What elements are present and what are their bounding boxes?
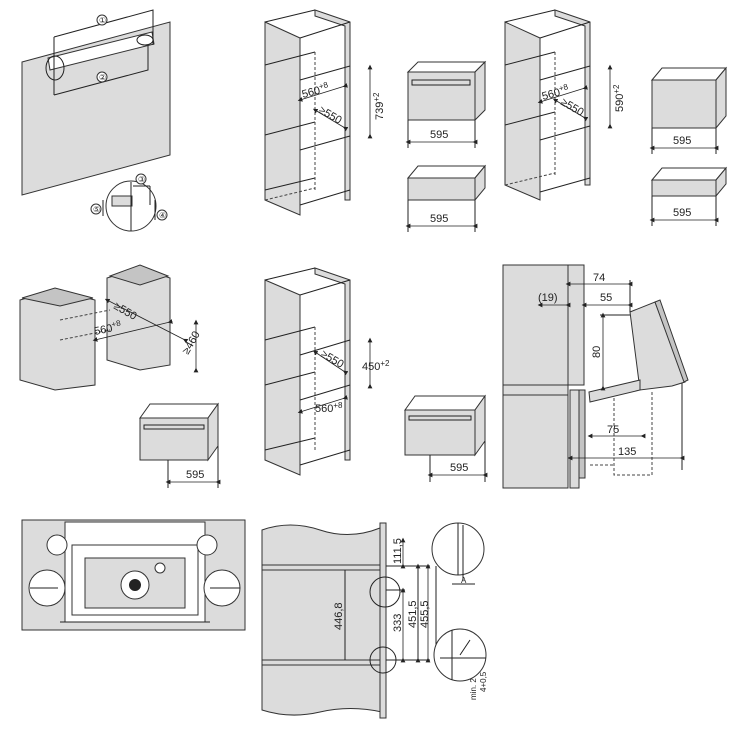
depth-label: ≥550	[559, 96, 586, 119]
dim-55: 55	[600, 292, 612, 304]
height-tol-label: +2	[612, 84, 621, 94]
height-base-label: 450	[362, 361, 380, 373]
callout-1: ①	[99, 16, 106, 25]
section-panel: 446,8 111,5 333 451,5 455,5 A min. 2 4+0…	[261, 522, 488, 719]
tall-cabinet-450-panel: ≥550 450+2 560+8 595	[264, 267, 488, 482]
oven-front-fixing-panel	[21, 519, 246, 631]
base-unit-panel: ≥550 560+8 ≥460 595	[19, 264, 221, 488]
dim-74: 74	[593, 272, 605, 284]
height-tol-label: +2	[372, 92, 381, 102]
dim-19: (19)	[538, 292, 558, 304]
svg-text:450+2: 450+2	[362, 359, 390, 373]
svg-text:739+2: 739+2	[372, 92, 386, 120]
door-fitting-panel: ① ② ③ ④ ⑤	[21, 9, 171, 232]
svg-text:560+8: 560+8	[93, 318, 123, 338]
width-tol-label: +8	[558, 82, 570, 93]
tall-cabinet-739-panel: 560+8 ≥550 739+2 595 595	[264, 9, 487, 232]
tall-cabinet-590-panel: 560+8 ≥550 590+2 595 595	[504, 9, 728, 226]
drawer-width-label: 595	[673, 207, 691, 219]
oven-width-label: 595	[450, 462, 468, 474]
width-base-label: 560	[301, 85, 322, 101]
oven-width-label: 595	[186, 469, 204, 481]
svg-text:560+8: 560+8	[300, 80, 331, 101]
width-tol-label: +8	[111, 318, 122, 329]
height-label: ≥460	[180, 329, 203, 356]
dim-333: 333	[392, 614, 404, 632]
svg-text:560+8: 560+8	[315, 401, 343, 415]
callout-4: ④	[159, 211, 166, 220]
svg-text:560+8: 560+8	[540, 82, 571, 103]
height-base-label: 590	[614, 94, 626, 112]
width-tol-label: +8	[318, 80, 330, 91]
dim-135: 135	[618, 446, 636, 458]
dim-80: 80	[591, 346, 603, 358]
oven-width-label: 595	[673, 135, 691, 147]
depth-label: ≥550	[319, 348, 346, 371]
door-clearance-panel: 74 (19) 55 80 75 135	[502, 264, 689, 489]
dim-455-5: 455,5	[419, 600, 431, 628]
width-tol-label: +8	[333, 401, 343, 410]
oven-width-label: 595	[430, 129, 448, 141]
width-base-label: 560	[315, 403, 333, 415]
depth-label: ≥550	[317, 104, 344, 127]
gap-a-label: A	[461, 576, 467, 585]
height-tol-label: +2	[380, 359, 390, 368]
tolerance-label: 4+0,5	[479, 671, 488, 692]
dim-111-5: 111,5	[392, 538, 404, 564]
callout-5: ⑤	[93, 205, 100, 214]
dim-451-5: 451,5	[407, 600, 419, 628]
height-base-label: 739	[374, 102, 386, 120]
width-base-label: 560	[541, 87, 562, 103]
svg-text:590+2: 590+2	[612, 84, 626, 112]
width-base-label: 560	[93, 322, 113, 338]
callout-2: ②	[99, 73, 106, 82]
dim-446-8: 446,8	[333, 602, 345, 630]
dim-75: 75	[607, 424, 619, 436]
callout-3: ③	[138, 175, 145, 184]
drawer-width-label: 595	[430, 213, 448, 225]
min-2-label: min. 2	[469, 678, 478, 700]
